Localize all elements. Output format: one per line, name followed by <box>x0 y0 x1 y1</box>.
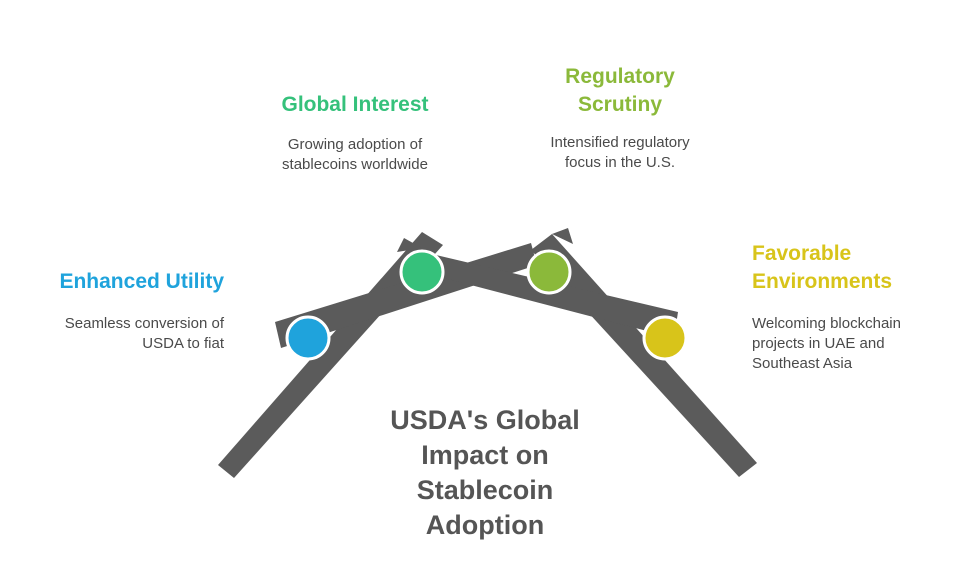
regulatory-scrutiny-block: Regulatory Scrutiny Intensified regulato… <box>505 63 735 173</box>
regulatory-scrutiny-description: Intensified regulatory focus in the U.S. <box>550 134 690 171</box>
markers <box>285 249 688 361</box>
global-interest-block: Global Interest Growing adoption of stab… <box>230 91 480 175</box>
beam-tip-left <box>397 238 422 252</box>
enhanced-utility-heading: Enhanced Utility <box>59 270 224 293</box>
favorable-environments-block: Favorable Environments Welcoming blockch… <box>752 240 962 374</box>
marker-enhanced <box>285 315 331 361</box>
favorable-environments-description: Welcoming blockchain projects in UAE and… <box>752 315 901 372</box>
beam-tip-right <box>552 228 573 244</box>
global-interest-description: Growing adoption of stablecoins worldwid… <box>282 136 428 173</box>
enhanced-utility-block: Enhanced Utility Seamless conversion of … <box>0 268 224 354</box>
global-interest-heading: Global Interest <box>281 93 429 116</box>
favorable-environments-heading: Favorable Environments <box>752 242 893 293</box>
marker-regulatory <box>526 249 572 295</box>
marker-global <box>399 249 445 295</box>
beam-structure <box>218 228 757 478</box>
diagram-title: USDA's Global Impact on Stablecoin Adopt… <box>390 405 580 540</box>
regulatory-scrutiny-heading: Regulatory Scrutiny <box>565 65 675 116</box>
enhanced-utility-description: Seamless conversion of USDA to fiat <box>64 315 224 352</box>
marker-favorable <box>642 315 688 361</box>
beam-crossbar-right <box>436 255 678 338</box>
